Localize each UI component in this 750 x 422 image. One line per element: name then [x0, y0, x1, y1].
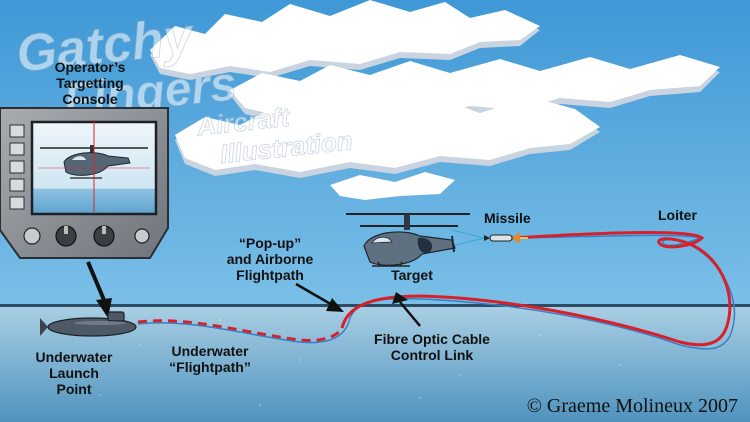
console-label-line2: Targetting: [56, 75, 123, 91]
console-knobs: [23, 225, 150, 247]
screen-helicopter-icon: [38, 120, 150, 212]
launch-label-line3: Point: [57, 381, 92, 397]
missile-icon: [484, 232, 528, 244]
uw-flightpath-label-line1: Underwater: [171, 343, 249, 359]
console-side-buttons: [9, 124, 25, 210]
console-label-line3: Console: [62, 91, 117, 107]
uw-flightpath-label-line2: “Flightpath”: [169, 359, 251, 375]
clouds: [150, 0, 720, 200]
missile-label: Missile: [484, 210, 531, 226]
fibre-label-line1: Fibre Optic Cable: [374, 331, 490, 347]
popup-label-line2: and Airborne: [227, 251, 314, 267]
console-label-line1: Operator’s: [55, 59, 126, 75]
target-label: Target: [391, 267, 433, 283]
launch-label-line2: Launch: [49, 365, 99, 381]
targetting-console: [0, 107, 169, 259]
missile-sensor-beam: [451, 229, 485, 247]
console-label: Operator’s Targetting Console: [55, 59, 126, 107]
popup-arrow: [295, 282, 344, 312]
launch-label-line1: Underwater: [35, 349, 113, 365]
target-helicopter-icon: [346, 213, 470, 267]
submarine-icon: [40, 311, 137, 337]
fibre-arrow: [392, 292, 421, 327]
svg-text:Aircraft: Aircraft: [195, 102, 292, 142]
popup-label-line1: “Pop-up”: [239, 235, 301, 251]
fibre-optic-cable: [137, 234, 736, 350]
loiter-label: Loiter: [658, 207, 697, 223]
airborne-flightpath: [340, 231, 732, 347]
fibre-label-line2: Control Link: [391, 347, 474, 363]
copyright-credit: © Graeme Molineux 2007: [527, 395, 738, 417]
popup-label-line3: Flightpath: [236, 267, 304, 283]
sea-surface-line: [0, 304, 750, 307]
